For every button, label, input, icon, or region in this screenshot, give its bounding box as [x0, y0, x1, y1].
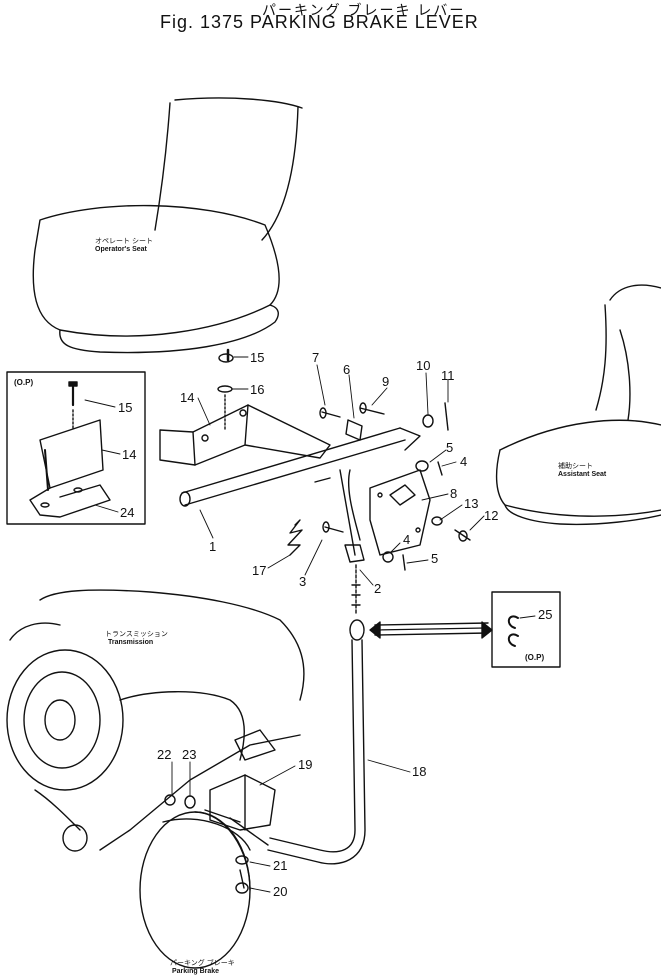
- op-left-label: (O.P): [14, 378, 34, 387]
- callout-number: 21: [273, 858, 288, 873]
- cable-18: [204, 619, 366, 865]
- callout-number: 20: [273, 884, 288, 899]
- callout-number: 8: [450, 486, 458, 501]
- callout-number: 2: [374, 581, 382, 596]
- callout-number: 18: [412, 764, 427, 779]
- callout-number: 15: [250, 350, 265, 365]
- callout-number: 1: [209, 539, 217, 554]
- brake-drum: [139, 811, 251, 969]
- parking-brake-label-en: Parking Brake: [172, 968, 220, 975]
- callout-number: 5: [446, 440, 454, 455]
- lever-bar: [179, 427, 421, 616]
- callout-number: 4: [460, 454, 468, 469]
- operator-seat: [32, 97, 303, 354]
- callout-number: 6: [343, 362, 351, 377]
- op-inset-left: [6, 371, 146, 525]
- callout-number: 25: [538, 607, 553, 622]
- operator-seat-label-jp: オペレート シート: [95, 238, 153, 245]
- plate-8: [369, 469, 471, 571]
- transmission: [6, 589, 305, 852]
- callout-number: 22: [157, 747, 172, 762]
- callout-number: 11: [441, 368, 455, 383]
- callout-number: 12: [484, 508, 499, 523]
- callout-number: 7: [312, 350, 320, 365]
- assistant-seat: [495, 284, 661, 526]
- callout-number: 16: [250, 382, 265, 397]
- callout-number: 23: [182, 747, 197, 762]
- callout-number: 15: [118, 400, 133, 415]
- transmission-label-jp: トランスミッション: [105, 631, 168, 638]
- callout-number: 9: [382, 374, 390, 389]
- assistant-seat-label-jp: 補助シート: [558, 463, 593, 470]
- op-right-label: (O.P): [525, 653, 545, 662]
- callout-number: 4: [403, 532, 411, 547]
- operator-seat-label-en: Operator's Seat: [95, 246, 147, 253]
- callout-number: 13: [464, 496, 479, 511]
- op-inset-right: [369, 591, 561, 668]
- bracket-14: [159, 348, 331, 466]
- callout-number: 19: [298, 757, 313, 772]
- transmission-label-en: Transmission: [108, 639, 154, 646]
- small-parts: [319, 402, 449, 476]
- callout-number: 24: [120, 505, 135, 520]
- japanese-title: パーキング ブレーキ レバー: [262, 2, 466, 18]
- callout-number: 14: [122, 447, 137, 462]
- callout-number: 3: [299, 574, 307, 589]
- callout-number: 10: [416, 358, 431, 373]
- parking-brake-label-jp: パーキング ブレーキ: [170, 960, 235, 967]
- spring-and-pin: [287, 477, 344, 556]
- figure-title: Fig. 1375 PARKING BRAKE LEVER: [160, 12, 479, 32]
- callout-number: 17: [252, 563, 267, 578]
- callout-number: 5: [431, 551, 439, 566]
- assistant-seat-label-en: Assistant Seat: [558, 471, 607, 478]
- leader-lines: [84, 356, 536, 893]
- callout-number: 14: [180, 390, 195, 405]
